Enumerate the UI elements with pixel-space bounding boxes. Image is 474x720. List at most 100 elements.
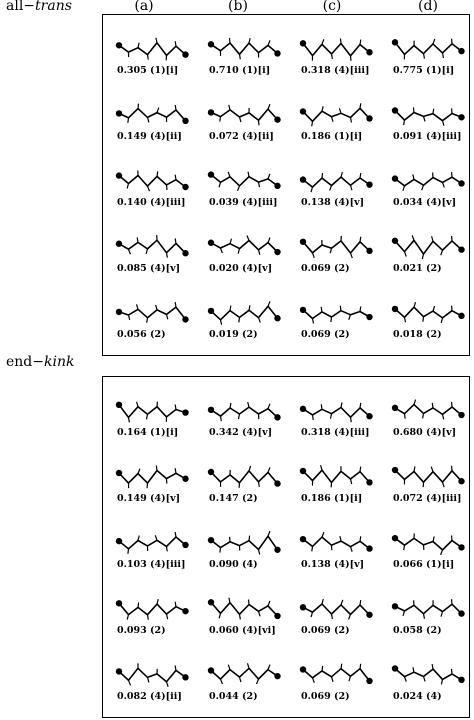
structure-cell: 0.072 (4)[ii] [201,97,287,159]
structure-cell: 0.140 (4)[iii] [109,163,195,225]
structure-cell: 0.342 (4)[v] [201,393,287,455]
molecule-structure-drawing [391,663,465,685]
molecule-structure-drawing [207,465,281,488]
structure-cell: 0.186 (1)[i] [293,459,379,521]
molecule-structure-drawing [391,107,465,126]
molecule-structure-drawing [299,402,373,423]
weight-caption: 0.060 (4)[vi] [209,625,276,636]
structure-cell: 0.091 (4)[iii] [385,97,471,159]
weight-caption: 0.066 (1)[i] [393,559,455,570]
structure-cell: 0.021 (2) [385,229,471,291]
structure-cell: 0.060 (4)[vi] [201,591,287,653]
panel-end-kink: 0.164 (1)[i] 0.342 (4)[v] 0.318 (4)[iii] 0.… [102,376,470,718]
structure-cell: 0.318 (4)[iii] [293,393,379,455]
column-header-d: (d) [418,0,438,14]
structure-cell: 0.305 (1)[i] [109,31,195,93]
molecule-structure-drawing [115,103,189,125]
molecule-structure-drawing [207,103,281,126]
molecule-structure-drawing [207,401,281,422]
section-label-end-kink: end−kink [6,354,74,370]
weight-caption: 0.090 (4) [209,559,258,570]
weight-caption: 0.140 (4)[iii] [117,197,186,208]
weight-caption: 0.044 (2) [209,691,258,702]
section-label-all-trans: all−trans [6,0,72,14]
column-header-b: (b) [228,0,248,14]
weight-caption: 0.186 (1)[i] [301,493,363,504]
molecule-structure-drawing [299,235,373,259]
weight-caption: 0.020 (4)[v] [209,263,273,274]
molecule-structure-drawing [391,235,465,260]
molecule-structure-drawing [207,530,281,555]
structure-cell: 0.034 (4)[v] [385,163,471,225]
weight-caption: 0.069 (2) [301,625,350,636]
structure-cell: 0.069 (2) [293,657,379,719]
molecule-structure-drawing [299,598,373,620]
molecule-structure-drawing [391,38,465,60]
molecule-structure-drawing [115,302,189,323]
molecule-structure-drawing [391,599,465,619]
structure-cell: 0.147 (2) [201,459,287,521]
molecule-structure-drawing [115,37,189,61]
panel-all-trans: 0.305 (1)[i] 0.710 (1)[i] 0.318 (4)[iii] 0.… [102,14,470,356]
section-label-italic: kink [44,354,75,370]
molecule-structure-drawing [207,663,281,685]
molecule-structure-drawing [115,465,189,489]
structure-cell: 0.069 (2) [293,229,379,291]
weight-caption: 0.069 (2) [301,329,350,340]
weight-caption: 0.775 (1)[i] [393,65,455,76]
molecule-structure-drawing [299,663,373,685]
structure-cell: 0.318 (4)[iii] [293,31,379,93]
structure-cell: 0.024 (4) [385,657,471,719]
weight-caption: 0.058 (2) [393,625,442,636]
molecule-structure-drawing [207,301,281,325]
weight-caption: 0.069 (2) [301,263,350,274]
weight-caption: 0.318 (4)[iii] [301,427,370,438]
weight-caption: 0.318 (4)[iii] [301,65,370,76]
weight-caption: 0.710 (1)[i] [209,65,271,76]
weight-caption: 0.021 (2) [393,263,442,274]
structure-cell: 0.103 (4)[iii] [109,525,195,587]
weight-caption: 0.039 (4)[iii] [209,197,278,208]
molecule-structure-drawing [115,170,189,192]
molecule-structure-drawing [299,531,373,552]
weight-caption: 0.164 (1)[i] [117,427,179,438]
weight-caption: 0.103 (4)[iii] [117,559,186,570]
molecule-structure-drawing [115,598,189,620]
weight-caption: 0.018 (2) [393,329,442,340]
structure-cell: 0.164 (1)[i] [109,393,195,455]
weight-caption: 0.138 (4)[v] [301,197,365,208]
weight-caption: 0.138 (4)[v] [301,559,365,570]
structure-cell: 0.082 (4)[ii] [109,657,195,719]
molecule-structure-drawing [299,171,373,193]
weight-caption: 0.019 (2) [209,329,258,340]
molecule-structure-drawing [207,235,281,256]
molecule-structure-drawing [207,171,281,192]
molecule-structure-drawing [391,533,465,556]
structure-cell: 0.044 (2) [201,657,287,719]
molecule-structure-drawing [115,531,189,554]
column-header-c: (c) [322,0,342,14]
structure-cell: 0.066 (1)[i] [385,525,471,587]
weight-caption: 0.149 (4)[ii] [117,131,182,142]
molecule-structure-drawing [391,399,465,420]
weight-caption: 0.093 (2) [117,625,166,636]
structure-cell: 0.093 (2) [109,591,195,653]
structure-cell: 0.020 (4)[v] [201,229,287,291]
weight-caption: 0.085 (4)[v] [117,263,181,274]
section-label-prefix: all− [6,0,36,14]
section-label-prefix: end− [6,354,44,370]
structure-cell: 0.069 (2) [293,295,379,357]
molecule-structure-drawing [115,663,189,688]
molecule-structure-drawing [207,37,281,60]
weight-caption: 0.082 (4)[ii] [117,691,182,702]
weight-caption: 0.072 (4)[iii] [393,493,462,504]
molecule-structure-drawing [207,597,281,620]
structure-cell: 0.069 (2) [293,591,379,653]
weight-caption: 0.149 (4)[v] [117,493,181,504]
structure-cell: 0.058 (2) [385,591,471,653]
molecule-structure-drawing [391,302,465,324]
structure-cell: 0.775 (1)[i] [385,31,471,93]
weight-caption: 0.680 (4)[v] [393,427,457,438]
structure-cell: 0.090 (4) [201,525,287,587]
structure-cell: 0.019 (2) [201,295,287,357]
